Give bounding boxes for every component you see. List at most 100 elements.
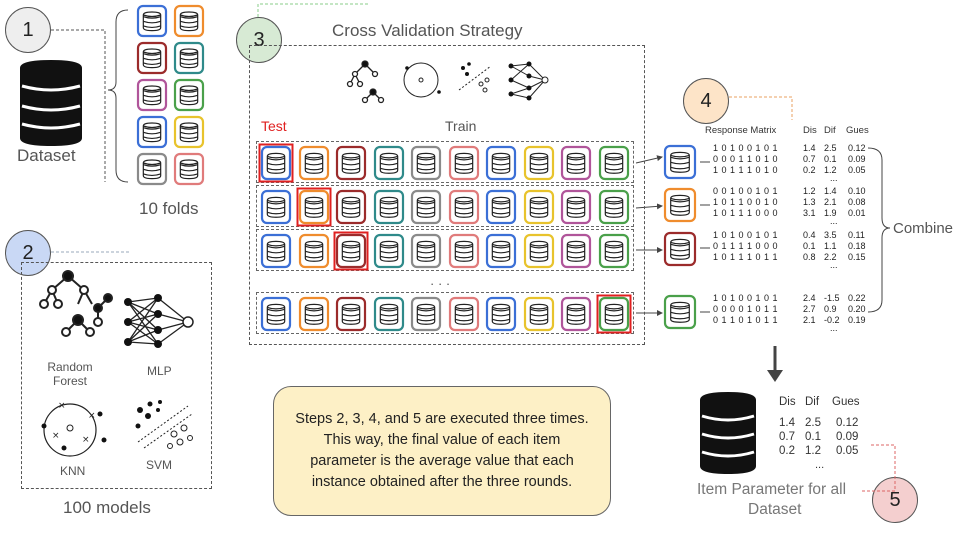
folds-label: 10 folds bbox=[139, 199, 199, 218]
cv-fold-db-icon bbox=[335, 145, 367, 181]
response-db-icon bbox=[663, 187, 697, 223]
cv-fold-db-icon bbox=[448, 145, 479, 181]
cv-box bbox=[249, 45, 645, 345]
cv-fold-db-icon bbox=[410, 233, 442, 269]
svg-text:×: × bbox=[58, 401, 66, 411]
response-bits: 1 0 1 1 1 0 1 0 bbox=[713, 165, 779, 175]
response-bits: 0 0 1 0 0 1 0 1 bbox=[713, 186, 779, 196]
cv-fold-db-icon bbox=[485, 145, 517, 181]
response-value: 0.20 bbox=[848, 304, 866, 314]
response-value: 1.1 bbox=[824, 241, 837, 251]
cv-fold-db-icon bbox=[260, 296, 292, 332]
fold-db-icon bbox=[173, 78, 205, 112]
cv-fold-db-icon bbox=[410, 296, 442, 332]
response-value: 0.05 bbox=[848, 165, 866, 175]
cv-fold-db-icon bbox=[523, 189, 554, 225]
cv-fold-db-icon bbox=[596, 294, 631, 334]
cv-fold-db-icon bbox=[373, 145, 404, 181]
response-value: 2.2 bbox=[824, 252, 837, 262]
response-value: 2.1 bbox=[803, 315, 816, 325]
knn-label: KNN bbox=[60, 464, 86, 478]
cv-fold-db-icon bbox=[560, 189, 592, 225]
cv-fold-db-icon bbox=[598, 145, 629, 181]
response-value: 0.10 bbox=[848, 186, 866, 196]
final-col-dis: Dis bbox=[779, 396, 796, 408]
mlp-label: MLP bbox=[147, 364, 172, 378]
final-value: 0.12 bbox=[836, 417, 859, 429]
cv-fold-db-icon bbox=[598, 233, 629, 269]
response-value: 0.19 bbox=[848, 315, 866, 325]
response-dots: ... bbox=[830, 173, 838, 183]
svg-text:×: × bbox=[88, 411, 96, 421]
cv-fold-db-icon bbox=[373, 233, 404, 269]
fold-db-icon bbox=[136, 78, 168, 112]
response-bits: 1 0 1 1 0 0 1 0 bbox=[713, 197, 779, 207]
response-value: 0.18 bbox=[848, 241, 866, 251]
cv-fold-db-icon bbox=[448, 189, 479, 225]
final-dots: ... bbox=[815, 459, 825, 471]
cv-row bbox=[256, 229, 634, 271]
response-bits: 0 1 1 1 1 0 0 0 bbox=[713, 241, 779, 251]
cv-fold-db-icon bbox=[298, 145, 329, 181]
step-4-circle: 4 bbox=[683, 78, 729, 124]
cv-fold-db-icon bbox=[335, 189, 367, 225]
cv-fold-db-icon bbox=[598, 189, 629, 225]
response-value: 0.12 bbox=[848, 143, 866, 153]
final-col-gues: Gues bbox=[832, 396, 860, 408]
fold-db-icon bbox=[136, 152, 168, 186]
response-value: 0.09 bbox=[848, 154, 866, 164]
final-value: 0.09 bbox=[836, 431, 859, 443]
fold-db-icon bbox=[173, 4, 205, 38]
final-value: 0.1 bbox=[805, 431, 821, 443]
final-caption-line1: Item Parameter for all bbox=[697, 481, 847, 498]
dataset-label: Dataset bbox=[17, 146, 76, 165]
response-value: 0.7 bbox=[803, 154, 816, 164]
response-value: 1.2 bbox=[803, 186, 816, 196]
final-value: 2.5 bbox=[805, 417, 821, 429]
response-bits: 1 0 1 0 0 1 0 1 bbox=[713, 293, 779, 303]
combine-label: Combine bbox=[893, 220, 954, 237]
response-value: 0.4 bbox=[803, 230, 816, 240]
response-value: 0.1 bbox=[824, 154, 837, 164]
response-value: -1.5 bbox=[824, 293, 840, 303]
final-value: 0.7 bbox=[779, 431, 795, 443]
cv-row bbox=[256, 292, 634, 334]
cv-row bbox=[256, 185, 634, 227]
final-col-dif: Dif bbox=[805, 396, 820, 408]
cv-fold-db-icon bbox=[560, 145, 592, 181]
response-bits: 1 0 1 0 0 1 0 1 bbox=[713, 143, 779, 153]
cv-fold-db-icon bbox=[560, 233, 592, 269]
cv-fold-db-icon bbox=[523, 233, 554, 269]
cv-fold-db-icon bbox=[560, 296, 592, 332]
cv-fold-db-icon bbox=[298, 233, 329, 269]
cv-fold-db-icon bbox=[296, 187, 331, 227]
response-value: 0.11 bbox=[848, 230, 865, 240]
test-label: Test bbox=[261, 118, 287, 134]
svm-icon bbox=[135, 400, 193, 449]
response-bits: 0 0 0 1 1 0 1 0 bbox=[713, 154, 779, 164]
cv-row bbox=[256, 141, 634, 183]
response-value: 0.15 bbox=[848, 252, 866, 262]
final-database-icon bbox=[700, 392, 756, 474]
cv-model-icons bbox=[346, 60, 549, 104]
mlp-icon bbox=[124, 294, 194, 348]
response-dots: ... bbox=[830, 323, 838, 333]
response-value: 1.3 bbox=[803, 197, 816, 207]
response-db-icon bbox=[663, 231, 697, 267]
cv-fold-db-icon bbox=[373, 189, 404, 225]
cv-fold-db-icon bbox=[448, 233, 479, 269]
models-box bbox=[21, 262, 212, 489]
final-value: 0.2 bbox=[779, 445, 795, 457]
note-text: Steps 2, 3, 4, and 5 are executed three … bbox=[295, 411, 589, 490]
cv-fold-db-icon bbox=[298, 296, 329, 332]
cv-fold-db-icon bbox=[485, 296, 517, 332]
response-value: 1.4 bbox=[824, 186, 837, 196]
response-db-icon bbox=[663, 294, 697, 330]
cv-fold-db-icon bbox=[485, 233, 517, 269]
cv-fold-db-icon bbox=[523, 296, 554, 332]
response-value: 0.01 bbox=[848, 208, 866, 218]
random-forest-icon bbox=[39, 270, 113, 337]
response-dots: ... bbox=[830, 260, 838, 270]
step-2-circle: 2 bbox=[5, 230, 51, 276]
